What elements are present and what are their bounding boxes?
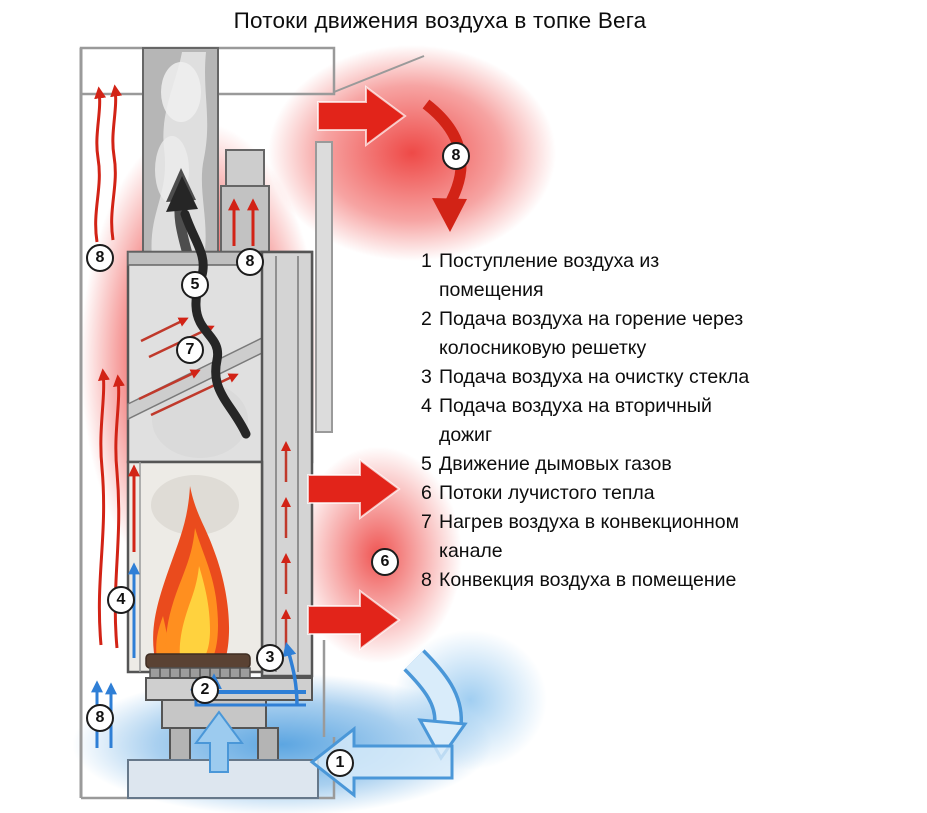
flow-marker-8-inner: 8 <box>236 248 264 276</box>
flow-marker-1: 1 <box>326 749 354 777</box>
door-frame-column <box>260 250 314 678</box>
flow-marker-7: 7 <box>176 336 204 364</box>
legend-item-6: 6 Потоки лучистого тепла <box>421 479 821 508</box>
flow-marker-3: 3 <box>256 644 284 672</box>
flow-marker-6: 6 <box>371 548 399 576</box>
flow-marker-8-bottom-left: 8 <box>86 704 114 732</box>
legend-item-text: Конвекция воздуха в помещение <box>439 569 737 591</box>
legend-item-8: 8 Конвекция воздуха в помещение <box>421 566 821 595</box>
legend-item-5: 5 Движение дымовых газов <box>421 450 821 479</box>
legend-item-number: 8 <box>421 569 432 591</box>
legend-item-text: Потоки лучистого тепла <box>439 482 655 504</box>
legend-item-number: 2 <box>421 308 432 330</box>
flow-marker-2: 2 <box>191 676 219 704</box>
chimney <box>142 47 219 261</box>
page-title: Потоки движения воздуха в топке Вега <box>233 8 647 33</box>
legend-item-number: 4 <box>421 395 432 417</box>
legend-item-number: 5 <box>421 453 432 475</box>
flow-marker-8-top-right: 8 <box>442 142 470 170</box>
legend-item-number: 7 <box>421 511 432 533</box>
legend-item-number: 6 <box>421 482 432 504</box>
legend-item-text: Движение дымовых газов <box>439 453 672 475</box>
legend-item-number: 1 <box>421 250 432 272</box>
left-convection-arrows <box>94 84 125 649</box>
firebox <box>126 460 264 679</box>
rear-air-channel <box>220 149 270 255</box>
flow-marker-5: 5 <box>181 271 209 299</box>
legend-item-3: 3 Подача воздуха на очистку стекла <box>421 363 821 392</box>
flow-marker-8-left-upper: 8 <box>86 244 114 272</box>
legend-item-text: Подача воздуха на очистку стекла <box>439 366 750 388</box>
legend-item-number: 3 <box>421 366 432 388</box>
flow-marker-4: 4 <box>107 586 135 614</box>
